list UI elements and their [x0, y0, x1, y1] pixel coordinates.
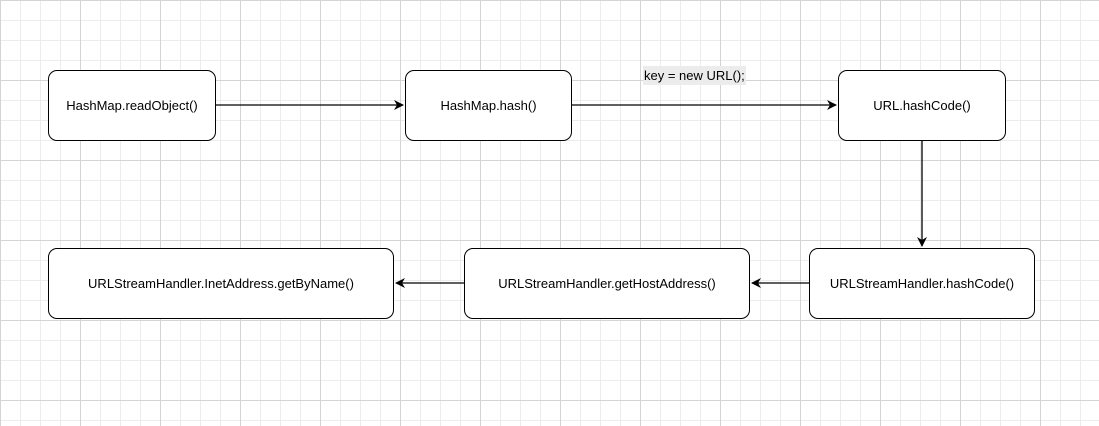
node-label: URLStreamHandler.hashCode() [829, 276, 1015, 291]
node-urlstreamhandler-hashcode[interactable]: URLStreamHandler.hashCode() [809, 248, 1035, 319]
node-hashmap-hash[interactable]: HashMap.hash() [405, 70, 572, 141]
node-label: URLStreamHandler.getHostAddress() [498, 276, 716, 291]
node-urlstreamhandler-getbyname[interactable]: URLStreamHandler.InetAddress.getByName() [48, 248, 394, 319]
node-url-hashcode[interactable]: URL.hashCode() [838, 70, 1006, 141]
node-label: HashMap.hash() [440, 98, 537, 113]
node-urlstreamhandler-gethostaddress[interactable]: URLStreamHandler.getHostAddress() [464, 248, 750, 319]
edge-label-key-new-url: key = new URL(); [643, 66, 746, 85]
node-hashmap-readobject[interactable]: HashMap.readObject() [48, 70, 216, 141]
node-label: URL.hashCode() [873, 98, 971, 113]
node-label: URLStreamHandler.InetAddress.getByName() [88, 276, 354, 291]
node-label: HashMap.readObject() [66, 98, 198, 113]
